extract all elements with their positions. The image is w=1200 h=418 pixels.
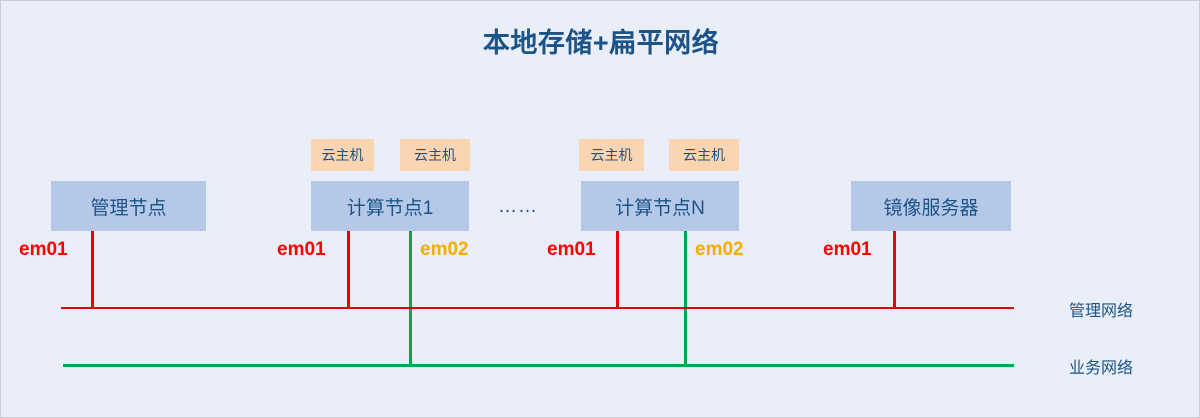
nic-line-management-em01 <box>91 231 94 309</box>
node-box-image-server[interactable]: 镜像服务器 <box>851 181 1011 231</box>
nic-label-computen-em02: em02 <box>695 239 744 260</box>
page-title: 本地存储+扁平网络 <box>482 28 720 58</box>
nic-label-management-em01: em01 <box>19 239 68 260</box>
vm-box-compute1-a[interactable]: 云主机 <box>311 139 374 171</box>
network-label-business: 业务网络 <box>1069 360 1134 377</box>
nic-line-computen-em01 <box>616 231 619 309</box>
node-box-management[interactable]: 管理节点 <box>51 181 206 231</box>
nic-line-computen-em02 <box>684 231 687 366</box>
vm-box-compute1-b[interactable]: 云主机 <box>400 139 470 171</box>
ellipsis-separator: …… <box>498 196 538 217</box>
network-label-management: 管理网络 <box>1069 303 1134 320</box>
nic-label-compute1-em01: em01 <box>277 239 326 260</box>
nic-label-imageserver-em01: em01 <box>823 239 872 260</box>
node-box-compute-n[interactable]: 计算节点N <box>581 181 739 231</box>
nic-line-imageserver-em01 <box>893 231 896 309</box>
nic-line-compute1-em01 <box>347 231 350 309</box>
vm-box-computen-b[interactable]: 云主机 <box>669 139 739 171</box>
management-network-line <box>61 307 1014 309</box>
nic-label-compute1-em02: em02 <box>420 239 469 260</box>
nic-line-compute1-em02 <box>409 231 412 366</box>
business-network-line <box>63 364 1014 367</box>
vm-box-computen-a[interactable]: 云主机 <box>579 139 644 171</box>
node-box-compute-1[interactable]: 计算节点1 <box>311 181 469 231</box>
nic-label-computen-em01: em01 <box>547 239 596 260</box>
